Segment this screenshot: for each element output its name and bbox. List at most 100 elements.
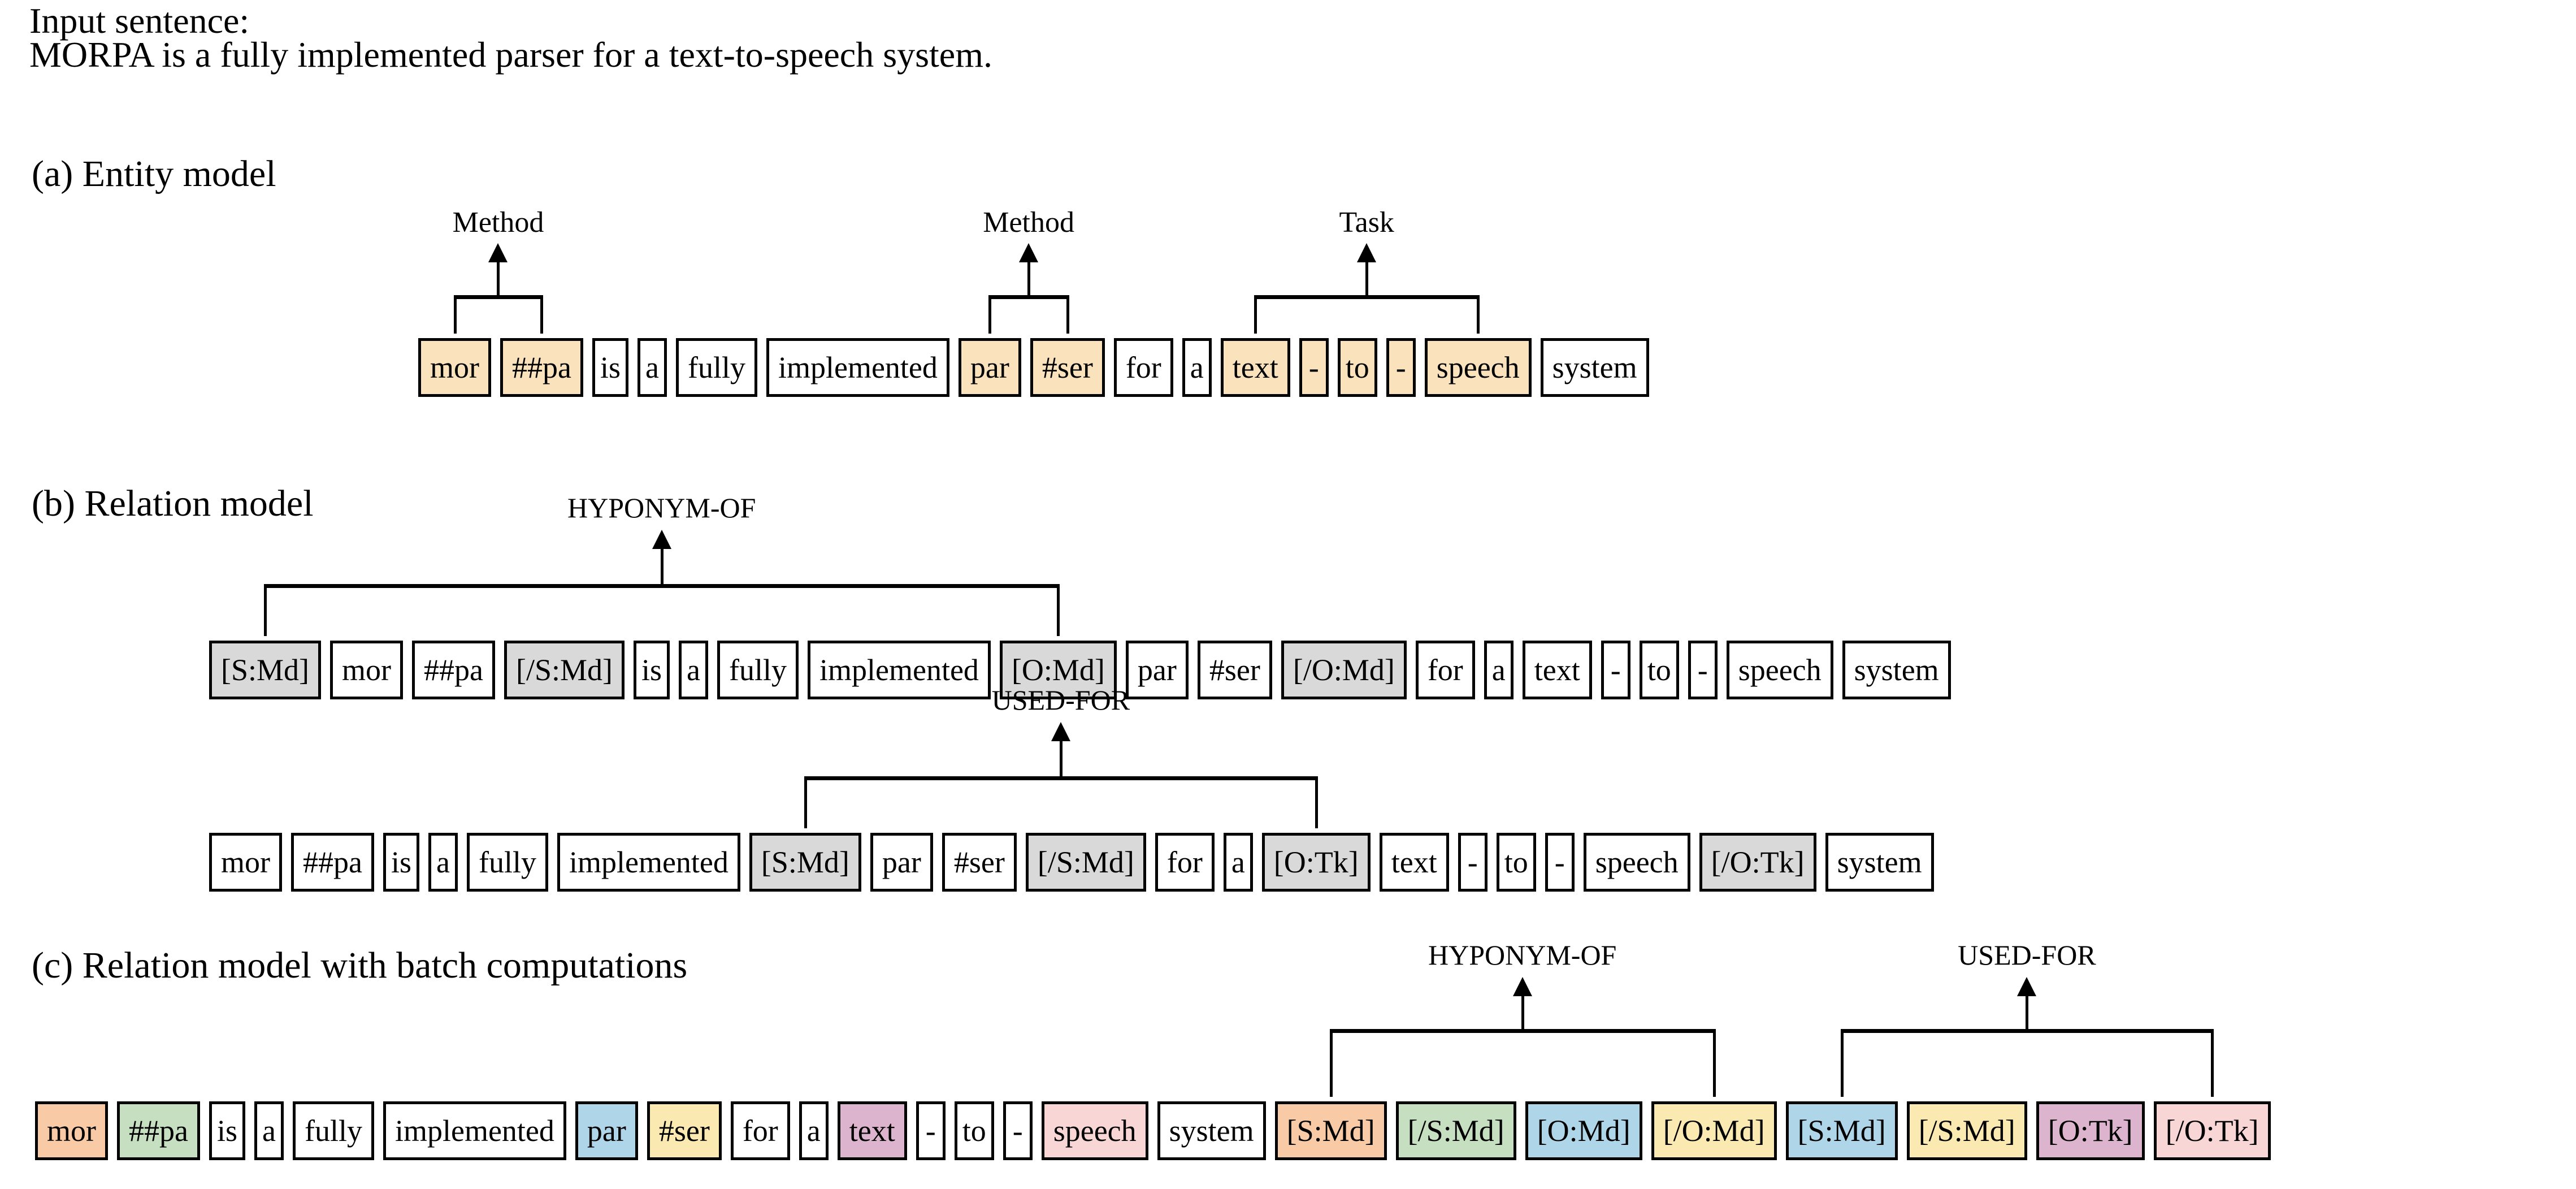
batch-model-token: implemented xyxy=(383,1101,566,1160)
relation-model-token: ##pa xyxy=(291,833,374,892)
batch-model-token: for xyxy=(730,1101,790,1160)
annotation-stem xyxy=(1365,260,1369,299)
batch-model-token: speech xyxy=(1041,1101,1148,1160)
entity-model-token: par xyxy=(958,338,1021,397)
relation-model-token: to xyxy=(1496,833,1536,892)
entity-model-token: ##pa xyxy=(500,338,583,397)
entity-model-token: for xyxy=(1113,338,1173,397)
relation-model-token: [/O:Tk] xyxy=(1699,833,1816,892)
entity-model-token: is xyxy=(592,338,628,397)
annotation-label: HYPONYM-OF xyxy=(1428,939,1617,971)
annotation-label: Task xyxy=(1339,206,1394,239)
batch-model-token: text xyxy=(837,1101,907,1160)
batch-model-token: [O:Md] xyxy=(1525,1101,1642,1160)
annotation-stem xyxy=(497,260,500,299)
batch-model-token: - xyxy=(1003,1101,1033,1160)
relation-model-token: a xyxy=(428,833,458,892)
batch-model-token: is xyxy=(209,1101,245,1160)
entity-model-token: system xyxy=(1540,338,1649,397)
entity-model-token: #ser xyxy=(1030,338,1105,397)
annotation-arrowhead xyxy=(1357,243,1377,262)
entity-model-token: fully xyxy=(675,338,757,397)
relation-model-token: is xyxy=(383,833,419,892)
annotation-arrowhead xyxy=(1512,977,1532,996)
entity-model-token: a xyxy=(638,338,667,397)
entity-model-token: mor xyxy=(418,338,491,397)
annotation-label: Method xyxy=(983,206,1074,239)
relation-model-token: #ser xyxy=(942,833,1017,892)
annotation-label: USED-FOR xyxy=(991,684,1130,716)
relation-model-token: for xyxy=(1155,833,1215,892)
relation-model-token: a xyxy=(1223,833,1253,892)
section-heading-a: (a) Entity model xyxy=(32,153,276,194)
section-heading-c: (c) Relation model with batch computatio… xyxy=(32,945,688,986)
input-sentence-text: MORPA is a fully implemented parser for … xyxy=(29,34,992,75)
batch-model-token: fully xyxy=(292,1101,374,1160)
annotation-bracket xyxy=(988,295,1069,334)
relation-model-token: speech xyxy=(1583,833,1690,892)
batch-model-token: [O:Tk] xyxy=(2036,1101,2145,1160)
annotation-bracket xyxy=(1254,295,1480,334)
entity-model-token: - xyxy=(1299,338,1329,397)
annotation-stem xyxy=(1027,260,1031,299)
annotation-bracket xyxy=(804,776,1318,828)
section-heading-b: (b) Relation model xyxy=(32,483,314,524)
annotation-label: USED-FOR xyxy=(1958,939,2096,971)
relation-model-token: is xyxy=(634,641,670,699)
batch-model-token: [/S:Md] xyxy=(1906,1101,2027,1160)
relation-model-token: system xyxy=(1842,641,1951,699)
annotation-arrowhead xyxy=(2017,977,2037,996)
relation-model-token: - xyxy=(1545,833,1575,892)
relation-model-token: speech xyxy=(1726,641,1833,699)
annotation-stem xyxy=(660,547,663,587)
entity-model-token: a xyxy=(1182,338,1212,397)
entity-model-token: speech xyxy=(1424,338,1532,397)
relation-model-token: par xyxy=(870,833,933,892)
relation-model-token: [O:Md] xyxy=(999,641,1117,699)
relation-model-token: for xyxy=(1415,641,1475,699)
relation-model-token: text xyxy=(1379,833,1449,892)
relation-model-token: #ser xyxy=(1197,641,1272,699)
annotation-arrowhead xyxy=(652,530,671,549)
relation-model-token: text xyxy=(1522,641,1592,699)
annotation-label: HYPONYM-OF xyxy=(567,492,756,524)
relation-model-token: - xyxy=(1601,641,1630,699)
entity-model-token: - xyxy=(1386,338,1416,397)
batch-model-token: a xyxy=(799,1101,829,1160)
annotation-arrowhead xyxy=(488,243,508,262)
batch-model-token: #ser xyxy=(647,1101,722,1160)
entity-model-token: implemented xyxy=(766,338,949,397)
relation-model-token: - xyxy=(1688,641,1718,699)
annotation-stem xyxy=(2026,994,2029,1032)
relation-model-token: implemented xyxy=(557,833,740,892)
relation-model-token: fully xyxy=(717,641,799,699)
batch-model-token: [S:Md] xyxy=(1274,1101,1387,1160)
relation-model-token: to xyxy=(1639,641,1679,699)
relation-model-token: mor xyxy=(330,641,404,699)
annotation-arrowhead xyxy=(1051,722,1070,741)
relation-model-token: [S:Md] xyxy=(749,833,861,892)
annotation-stem xyxy=(1521,994,1524,1032)
relation-model-token: par xyxy=(1125,641,1189,699)
input-sentence-label: Input sentence: xyxy=(29,1,250,41)
annotation-bracket xyxy=(1329,1029,1716,1097)
annotation-bracket xyxy=(453,295,544,334)
batch-model-token: [/O:Tk] xyxy=(2153,1101,2271,1160)
relation-model-token: [O:Tk] xyxy=(1261,833,1371,892)
relation-model-token: fully xyxy=(466,833,548,892)
entity-model-token: text xyxy=(1220,338,1290,397)
batch-model-token: par xyxy=(575,1101,638,1160)
batch-model-token: [/S:Md] xyxy=(1395,1101,1516,1160)
relation-model-token: - xyxy=(1458,833,1488,892)
batch-model-token: [S:Md] xyxy=(1785,1101,1898,1160)
batch-model-token: to xyxy=(954,1101,994,1160)
relation-model-token: system xyxy=(1825,833,1934,892)
batch-model-token: mor xyxy=(35,1101,108,1160)
annotation-label: Method xyxy=(452,206,544,239)
annotation-arrowhead xyxy=(1019,243,1039,262)
batch-model-token: a xyxy=(254,1101,284,1160)
